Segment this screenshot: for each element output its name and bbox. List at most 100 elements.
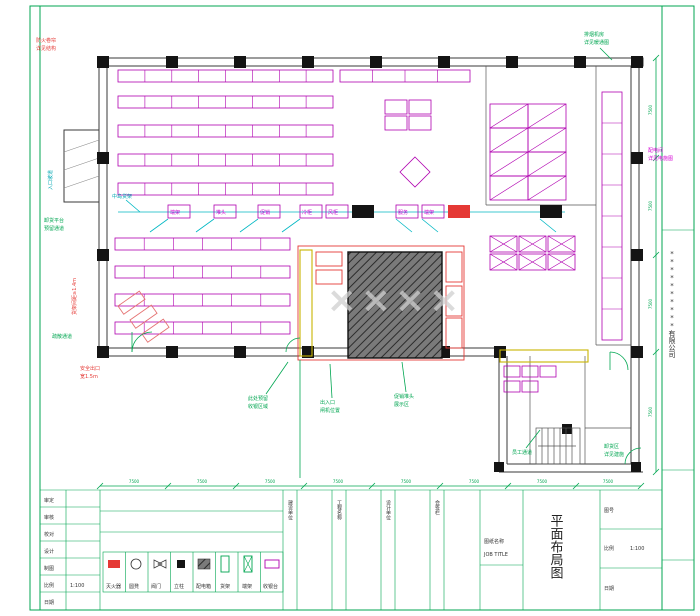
designer-label: 设计单位 [385,499,391,520]
legend-label: 立柱 [174,583,184,590]
dim-label: 7500 [469,479,480,484]
promo-diamond-fixture [399,156,431,188]
table-row-label: 审定 [44,497,54,504]
dim-label: 7500 [401,479,412,484]
callout-row-note: 中岛货架 [112,193,132,200]
note-exit: 宽1.5m [80,373,98,380]
callout-label: 服务 [398,209,408,216]
drawing-name-label: 图纸名称 [484,538,504,545]
company-name: **********有限公司 [668,250,676,358]
table-row-label: 比例 [44,582,54,589]
dim-label: 7500 [648,406,653,417]
callout-row: 端架 堆头 促销 冷柜 风柜 服务 端架 中岛货架 [112,193,565,233]
legend-label: 圆凳 [129,583,139,590]
drawing-title: 平面布局图 [548,514,564,579]
owner-label: 建设单位 [287,499,293,520]
dim-label: 7500 [129,479,140,484]
note-electrical-room: 配电间 [648,147,663,154]
legend-label: 货架 [220,583,230,590]
dim-label: 7500 [333,479,344,484]
legend-symbol-extinguisher [108,560,120,568]
drawing-frame [29,5,695,611]
structural-columns [97,56,643,472]
callout-label: 风柜 [328,209,338,216]
door-arc [609,351,629,371]
table-row-label: 校对 [44,531,54,538]
hatched-core-block [347,251,443,359]
legend-label: 端架 [242,583,252,590]
legend-label: 阀门 [151,583,161,590]
title-block: 审定 审核 校对 设计 制图 比例 1:100 日期 灭火器 [40,489,662,610]
callout-boxes [167,204,562,219]
note-unloading: 卸货区 [604,443,619,450]
note-aisle-spacing: 货架间距≥1.4m [71,278,78,315]
legend-symbol-checkout [264,559,280,569]
job-title-label: JOB TITLE [483,552,508,558]
shelving-lower [114,237,291,335]
note-gate: 出入口 [320,399,335,406]
table-row-label: 日期 [44,600,54,606]
main-doors [131,331,301,353]
dimension-lines: 7500 7500 7500 7500 7500 7500 7500 7500 … [96,54,660,490]
date-label: 日期 [604,586,614,592]
title-middle-cells: 建设单位 工程名称 设计单位 会签栏 [287,490,445,610]
entrance-ramp [63,129,100,203]
table-row-label: 审核 [44,514,54,521]
central-core: ×××× [297,245,465,478]
legend-label: 灭火器 [106,584,121,590]
legend-symbol-valve [153,559,167,569]
note-cashier-zone: 此处预留 [248,395,268,402]
legend: 灭火器 圆凳 阀门 立柱 配电箱 货架 端架 收银台 [100,510,284,593]
note-top-left-red: 详见结构 [36,45,56,52]
left-table: 审定 审核 校对 设计 制图 比例 1:100 日期 [40,490,100,610]
note-evacuation: 疏散通道 [52,333,72,340]
no-label: 图号 [604,508,614,514]
notes-layer: 防火卷帘 详见结构 入口坡道 卸货平台 预留通道 货架间距≥1.4m 疏散通道 … [36,31,673,458]
mid-right-fixtures [489,235,576,271]
callout-label: 促销 [260,209,270,216]
lower-right-rooms [499,349,642,465]
table-row-value: 1:100 [70,583,84,589]
note-exit: 安全出口 [80,365,100,372]
note-electrical-room: 详见电施图 [648,155,673,162]
note-smoke-fan: 排烟机房 [584,31,604,38]
staircase [535,427,581,465]
legend-label: 配电箱 [196,583,211,590]
note-promo: 促销堆头 [394,393,414,400]
note-left-green: 预留通道 [44,225,64,232]
project-label: 工程名称 [336,500,342,521]
sign-label: 会签栏 [434,499,440,516]
note-left-green: 卸货平台 [44,217,64,224]
dim-label: 7500 [648,298,653,309]
door-arc [624,447,642,465]
legend-symbol-panel [197,558,211,570]
note-entrance-ramp: 入口坡道 [47,170,54,190]
note-top-left-red: 防火卷帘 [36,37,56,44]
dim-label: 7500 [648,104,653,115]
company-strip: **********有限公司 [662,229,694,561]
drawing-title-area: 图纸名称 JOB TITLE 平面布局图 图号 比例 1:100 日期 [480,490,662,610]
interior-walls [485,66,631,464]
dim-label: 7500 [537,479,548,484]
note-staff-corridor: 员工通道 [512,449,532,456]
note-cashier-zone: 收银区域 [248,403,268,410]
scale-value: 1:100 [630,546,644,552]
callout-label: 堆头 [216,209,226,216]
legend-symbol-shelf [220,555,230,573]
checkout-counters [117,290,170,343]
scale-label: 比例 [604,545,614,552]
table-row-label: 设计 [44,548,54,555]
note-unloading: 详见建施 [604,451,624,458]
legend-label: 收银台 [263,583,278,590]
note-smoke-fan: 详见暖通图 [584,39,609,46]
dim-label: 7500 [265,479,276,484]
legend-symbol-column [177,560,185,568]
note-gate: 闸机位置 [320,407,340,414]
storage-room-racks [489,103,567,201]
callout-label: 端架 [424,209,434,216]
shelving-upper [117,69,471,196]
note-promo: 展示区 [394,402,409,408]
callout-label: 冷柜 [302,209,312,216]
